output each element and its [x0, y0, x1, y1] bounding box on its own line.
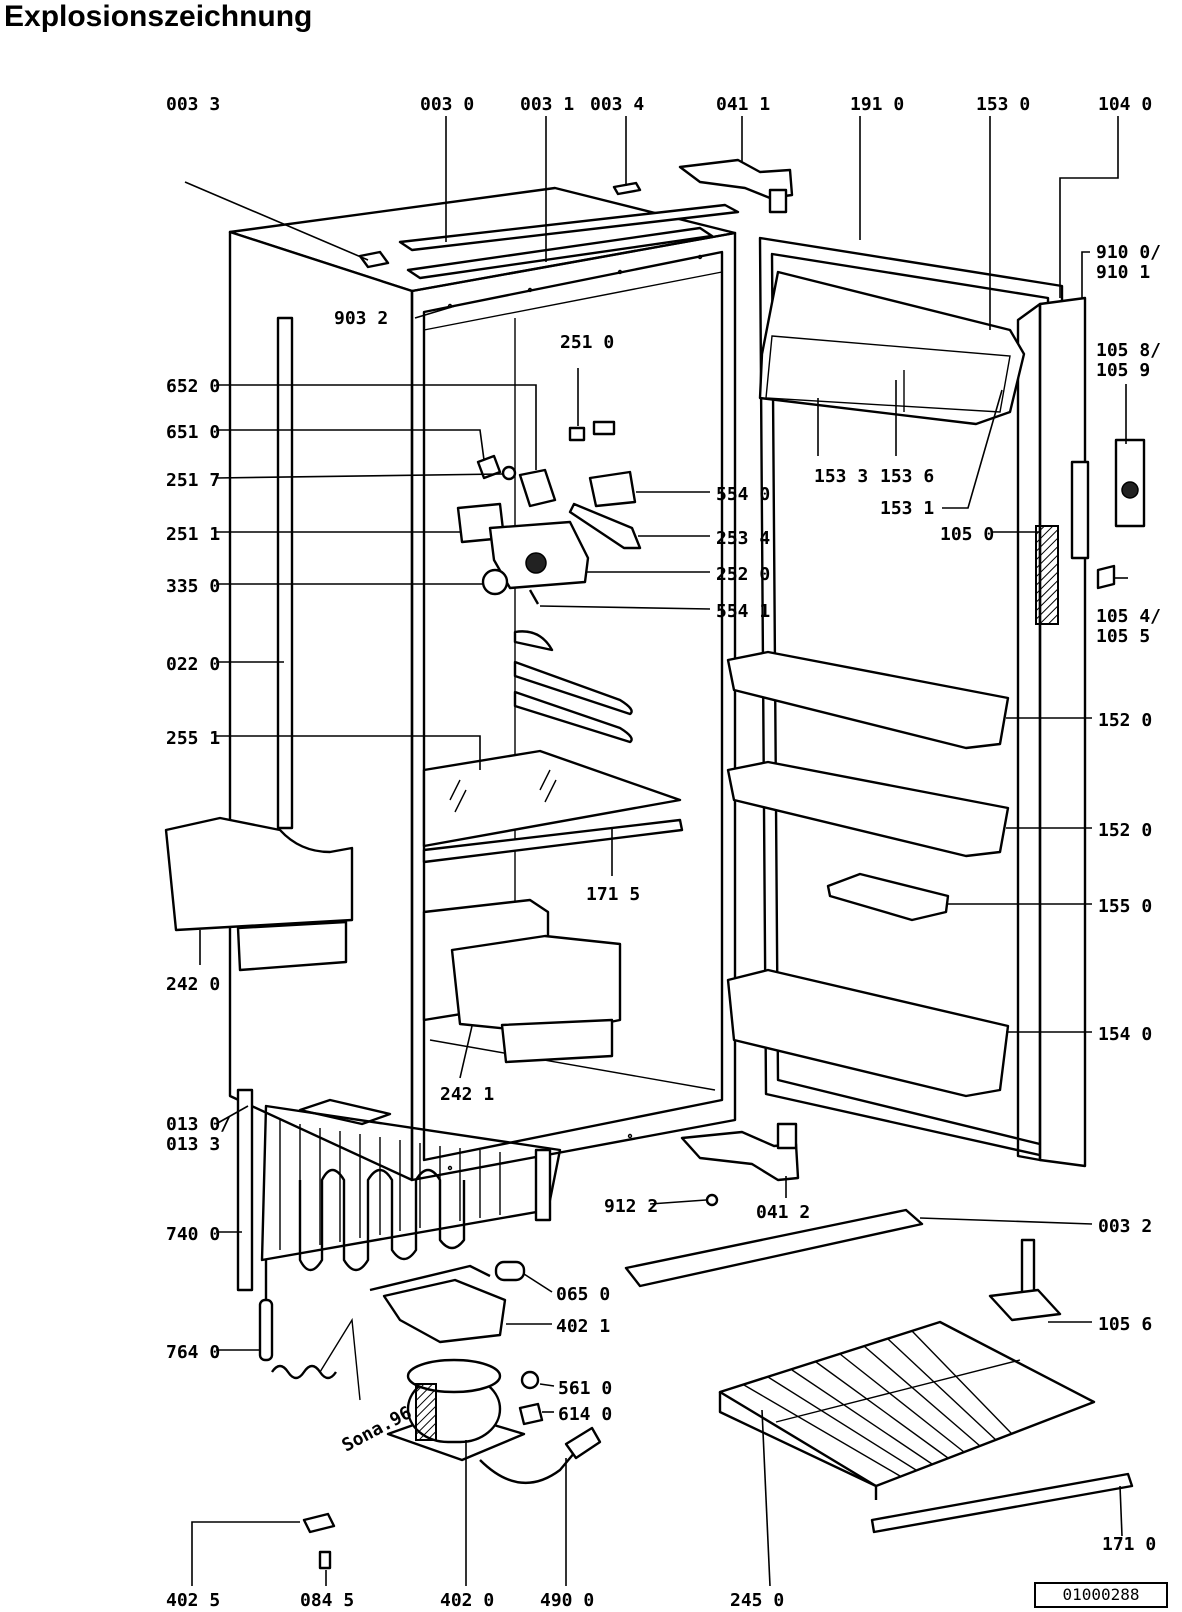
label-255-1: 255 1 — [166, 728, 220, 749]
vegetable-drawer — [164, 816, 354, 972]
label-153-6: 153 6 — [880, 466, 934, 487]
condenser — [236, 1088, 562, 1292]
label-554-1: 554 1 — [716, 601, 770, 622]
label-105-9: 105 9 — [1096, 360, 1150, 381]
label-154-0: 154 0 — [1098, 1024, 1152, 1045]
document-number: 01000288 — [1034, 1582, 1168, 1608]
top-trim-parts — [358, 181, 740, 280]
label-253-4: 253 4 — [716, 528, 770, 549]
label-245-0: 245 0 — [730, 1590, 784, 1611]
foot — [318, 1550, 332, 1570]
label-402-0: 402 0 — [440, 1590, 494, 1611]
label-242-0: 242 0 — [166, 974, 220, 995]
label-003-1: 003 1 — [520, 94, 574, 115]
label-013-0: 013 0/ — [166, 1114, 231, 1135]
shelf-trim — [422, 818, 684, 864]
label-402-1: 402 1 — [556, 1316, 610, 1337]
label-191-0: 191 0 — [850, 94, 904, 115]
label-490-0: 490 0 — [540, 1590, 594, 1611]
part-labels: 003 3 003 0 003 1 003 4 041 1 191 0 153 … — [166, 94, 1161, 1611]
label-740-0: 740 0 — [166, 1224, 220, 1245]
label-105-6: 105 6 — [1098, 1314, 1152, 1335]
label-105-5: 105 5 — [1096, 626, 1150, 647]
grommet — [494, 1260, 526, 1282]
label-152-0-b: 152 0 — [1098, 820, 1152, 841]
bottom-bracket — [298, 1098, 392, 1126]
label-153-3: 153 3 — [814, 466, 868, 487]
label-912-2: 912 2 — [604, 1196, 658, 1217]
label-910-0: 910 0/ — [1096, 242, 1161, 263]
label-251-0: 251 0 — [560, 332, 614, 353]
label-252-0: 252 0 — [716, 564, 770, 585]
label-022-0: 022 0 — [166, 654, 220, 675]
label-651-0: 651 0 — [166, 422, 220, 443]
label-041-2: 041 2 — [756, 1202, 810, 1223]
label-105-8: 105 8/ — [1096, 340, 1161, 361]
label-903-2: 903 2 — [334, 308, 388, 329]
leader-lines — [184, 116, 1128, 1587]
plinth-plate — [624, 1208, 924, 1288]
wire-rack — [718, 1320, 1096, 1500]
label-251-7: 251 7 — [166, 470, 220, 491]
compressor: Sona.96 — [338, 1358, 526, 1462]
bottom-hinge — [680, 1122, 800, 1182]
thermostat-assembly — [456, 420, 642, 605]
clamp — [302, 1512, 336, 1534]
refrigerator-door — [726, 236, 1090, 1168]
label-242-1: 242 1 — [440, 1084, 494, 1105]
door-stop-bracket — [988, 1238, 1062, 1322]
label-614-0: 614 0 — [558, 1404, 612, 1425]
label-171-0: 171 0 — [1102, 1534, 1156, 1555]
relay — [520, 1370, 540, 1390]
refrigerator-cabinet — [228, 186, 737, 1182]
label-003-2: 003 2 — [1098, 1216, 1152, 1237]
label-105-0: 105 0 — [940, 524, 994, 545]
crisper-drawers — [422, 898, 622, 1064]
top-hinge — [678, 158, 794, 214]
label-652-0: 652 0 — [166, 376, 220, 397]
bottom-trim — [870, 1472, 1134, 1534]
label-153-1: 153 1 — [880, 498, 934, 519]
label-171-5: 171 5 — [586, 884, 640, 905]
label-003-0: 003 0 — [420, 94, 474, 115]
filter-dryer — [258, 1260, 361, 1401]
label-105-4: 105 4/ — [1096, 606, 1161, 627]
label-104-0: 104 0 — [1098, 94, 1152, 115]
label-561-0: 561 0 — [558, 1378, 612, 1399]
label-003-4: 003 4 — [590, 94, 644, 115]
label-041-1: 041 1 — [716, 94, 770, 115]
label-003-3: 003 3 — [166, 94, 220, 115]
label-910-1: 910 1 — [1096, 262, 1150, 283]
glass-shelf — [422, 749, 682, 848]
label-013-3: 013 3 — [166, 1134, 220, 1155]
label-155-0: 155 0 — [1098, 896, 1152, 917]
overload-protector — [518, 1402, 544, 1426]
label-065-0: 065 0 — [556, 1284, 610, 1305]
label-152-0-a: 152 0 — [1098, 710, 1152, 731]
power-cord — [479, 1426, 602, 1484]
compressor-bracket — [382, 1278, 507, 1344]
label-764-0: 764 0 — [166, 1342, 220, 1363]
label-554-0: 554 0 — [716, 484, 770, 505]
label-335-0: 335 0 — [166, 576, 220, 597]
label-084-5: 084 5 — [300, 1590, 354, 1611]
screw — [705, 1193, 719, 1207]
door-side-parts — [1096, 438, 1146, 590]
label-402-5: 402 5 — [166, 1590, 220, 1611]
shelf-rails — [513, 630, 633, 744]
label-153-0: 153 0 — [976, 94, 1030, 115]
page-title: Explosionszeichnung — [4, 0, 313, 33]
label-251-1: 251 1 — [166, 524, 220, 545]
